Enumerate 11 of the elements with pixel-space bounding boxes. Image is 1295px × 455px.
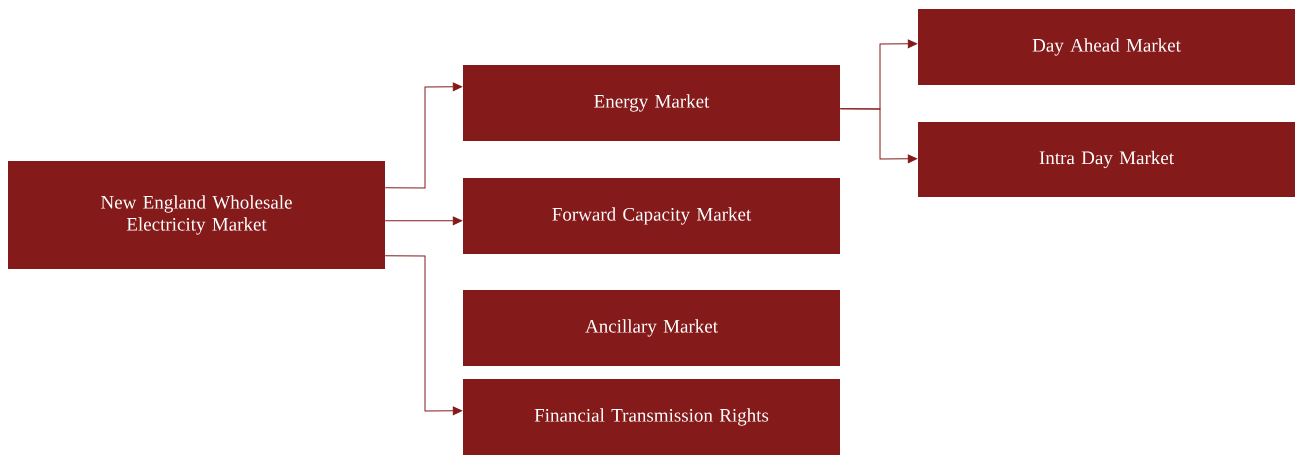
market-box: Energy Market bbox=[463, 65, 840, 141]
market-box: Intra Day Market bbox=[918, 122, 1295, 197]
arrow bbox=[384, 255, 463, 416]
market-box: Forward Capacity Market bbox=[463, 178, 840, 254]
arrow bbox=[384, 216, 463, 226]
market-box: Ancillary Market bbox=[463, 290, 840, 366]
arrow bbox=[839, 108, 918, 164]
market-box: Financial Transmission Rights bbox=[463, 379, 840, 455]
arrow bbox=[384, 82, 463, 189]
market-box: New England Wholesale Electricity Market bbox=[8, 161, 385, 269]
market-box: Day Ahead Market bbox=[918, 9, 1295, 85]
